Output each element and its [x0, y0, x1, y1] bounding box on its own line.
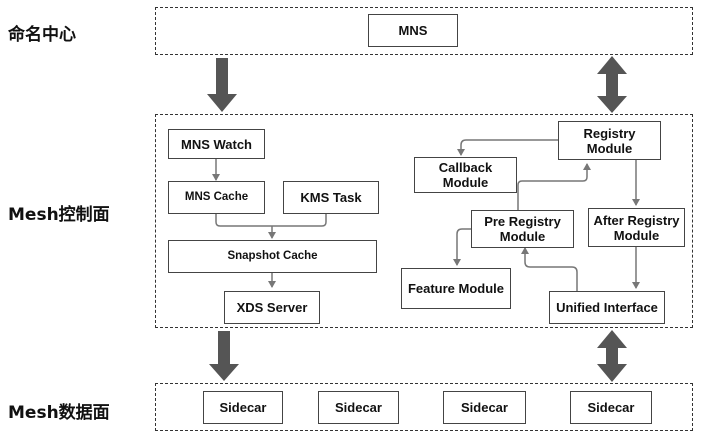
sidecar-node: Sidecar: [318, 391, 399, 424]
edge-pre-to-feature: [453, 228, 471, 266]
mns-cache-node: MNS Cache: [168, 181, 265, 214]
edge-pre-to-registry: [517, 163, 591, 210]
control-plane-region: [155, 114, 693, 328]
snapshot-cache-node: Snapshot Cache: [168, 240, 377, 273]
data-plane-region: [155, 383, 693, 431]
unified-interface-node: Unified Interface: [549, 291, 665, 324]
edge-registry-to-callback: [457, 139, 558, 156]
edge-unified-to-pre: [521, 247, 578, 291]
thick-double-arrow-top-right: [597, 56, 627, 113]
sidecar-node: Sidecar: [203, 391, 283, 424]
data-plane-label: Mesh数据面: [8, 403, 110, 423]
mns-node: MNS: [368, 14, 458, 47]
naming-center-region: [155, 7, 693, 55]
thick-down-arrow-bottom-left: [209, 331, 239, 381]
sidecar-node: Sidecar: [443, 391, 526, 424]
mns-watch-node: MNS Watch: [168, 129, 265, 159]
feature-module-node: Feature Module: [401, 268, 511, 309]
xds-server-node: XDS Server: [224, 291, 320, 324]
control-plane-label: Mesh控制面: [8, 205, 110, 225]
sidecar-node: Sidecar: [570, 391, 652, 424]
naming-center-label: 命名中心: [8, 25, 76, 45]
edge-cache-kms-merge: [215, 214, 327, 227]
kms-task-node: KMS Task: [283, 181, 379, 214]
thick-down-arrow-top-left: [207, 58, 237, 112]
thick-double-arrow-bottom-right: [597, 330, 627, 382]
